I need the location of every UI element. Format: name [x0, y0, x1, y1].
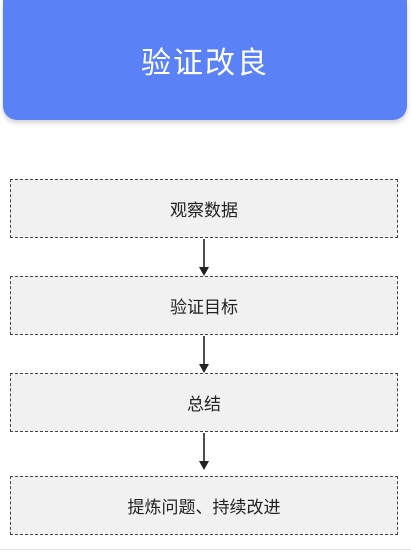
step-label: 观察数据: [170, 201, 238, 221]
arrow-down-icon: [199, 336, 209, 373]
step-label: 总结: [187, 395, 221, 415]
step-label: 验证目标: [170, 298, 238, 318]
header-card: 验证改良: [3, 0, 407, 120]
step-box-refine-improve: 提炼问题、持续改进: [10, 476, 398, 535]
step-box-summary: 总结: [10, 373, 398, 432]
step-label: 提炼问题、持续改进: [127, 498, 281, 518]
divider: [0, 549, 411, 550]
arrow-down-icon: [199, 433, 209, 470]
arrow-down-icon: [199, 239, 209, 276]
step-box-verify-goal: 验证目标: [10, 276, 398, 335]
step-box-observe-data: 观察数据: [10, 179, 398, 238]
header-title: 验证改良: [141, 46, 269, 81]
